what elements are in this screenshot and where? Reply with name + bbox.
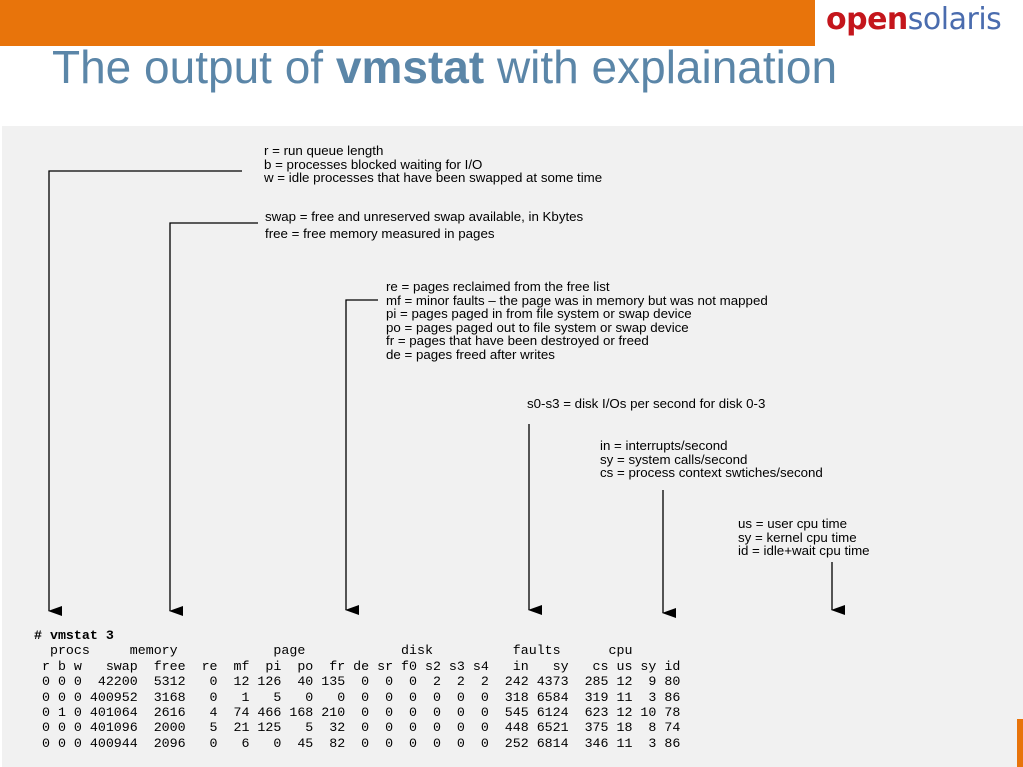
- procs-legend: r = run queue length b = processes block…: [264, 144, 602, 185]
- legend-line: in = interrupts/second: [600, 438, 728, 453]
- group-header: procs memory page disk faults cpu: [34, 643, 633, 659]
- legend-line: s0-s3 = disk I/Os per second for disk 0-…: [527, 396, 766, 411]
- output-row: 0 0 0 400952 3168 0 1 5 0 0 0 0 0 0 0 0 …: [34, 689, 681, 705]
- opensolaris-logo: opensolaris: [826, 2, 1002, 37]
- legend-line: free = free memory measured in pages: [265, 226, 495, 241]
- disk-legend: s0-s3 = disk I/Os per second for disk 0-…: [527, 397, 765, 411]
- memory-legend: swap = free and unreserved swap availabl…: [265, 208, 583, 242]
- legend-line: fr = pages that have been destroyed or f…: [386, 333, 649, 348]
- slide-title: The output of vmstat with explaination: [52, 40, 837, 94]
- vmstat-output: # vmstat 3 procs memory page disk faults…: [34, 628, 680, 751]
- vmstat-figure: [2, 126, 1023, 767]
- legend-line: sy = kernel cpu time: [738, 529, 857, 545]
- cpu-legend: us = user cpu time sy = kernel cpu time …: [738, 517, 870, 558]
- legend-line: de = pages freed after writes: [386, 346, 555, 362]
- legend-line: po = pages paged out to file system or s…: [386, 319, 689, 335]
- legend-line: b = processes blocked waiting for I/O: [264, 156, 483, 172]
- output-row: 0 1 0 401064 2616 4 74 466 168 210 0 0 0…: [34, 705, 681, 721]
- legend-line: r = run queue length: [264, 143, 384, 158]
- legend-line: cs = process context swtiches/second: [600, 465, 823, 480]
- title-command: vmstat: [335, 41, 485, 93]
- column-header: r b w swap free re mf pi po fr de sr f0 …: [34, 658, 681, 674]
- logo-open-text: open: [826, 2, 908, 37]
- legend-line: w = idle processes that have been swappe…: [264, 170, 603, 185]
- page-arrow: [345, 299, 378, 615]
- output-row: 0 0 0 42200 5312 0 12 126 40 135 0 0 0 2…: [34, 674, 681, 690]
- legend-line: swap = free and unreserved swap availabl…: [265, 209, 584, 224]
- legend-line: pi = pages paged in from file system or …: [386, 306, 692, 321]
- command-line: # vmstat 3: [34, 628, 114, 643]
- legend-line: mf = minor faults – the page was in memo…: [386, 292, 768, 308]
- procs-arrow: [48, 170, 242, 616]
- legend-line: sy = system calls/second: [600, 451, 748, 467]
- legend-line: us = user cpu time: [738, 516, 848, 531]
- output-row: 0 0 0 400944 2096 0 6 0 45 82 0 0 0 0 0 …: [34, 735, 681, 751]
- header-accent-bar: [0, 0, 815, 46]
- logo-solaris-text: solaris: [907, 2, 1002, 37]
- title-prefix: The output of: [52, 41, 336, 93]
- page-legend: re = pages reclaimed from the free list …: [386, 280, 768, 361]
- footer-accent-bar: [1017, 719, 1023, 767]
- memory-arrow: [169, 222, 258, 616]
- faults-legend: in = interrupts/second sy = system calls…: [600, 439, 823, 480]
- legend-line: re = pages reclaimed from the free list: [386, 279, 610, 294]
- legend-line: id = idle+wait cpu time: [738, 543, 870, 558]
- title-suffix: with explaination: [484, 41, 838, 93]
- output-row: 0 0 0 401096 2000 5 21 125 5 32 0 0 0 0 …: [34, 720, 681, 736]
